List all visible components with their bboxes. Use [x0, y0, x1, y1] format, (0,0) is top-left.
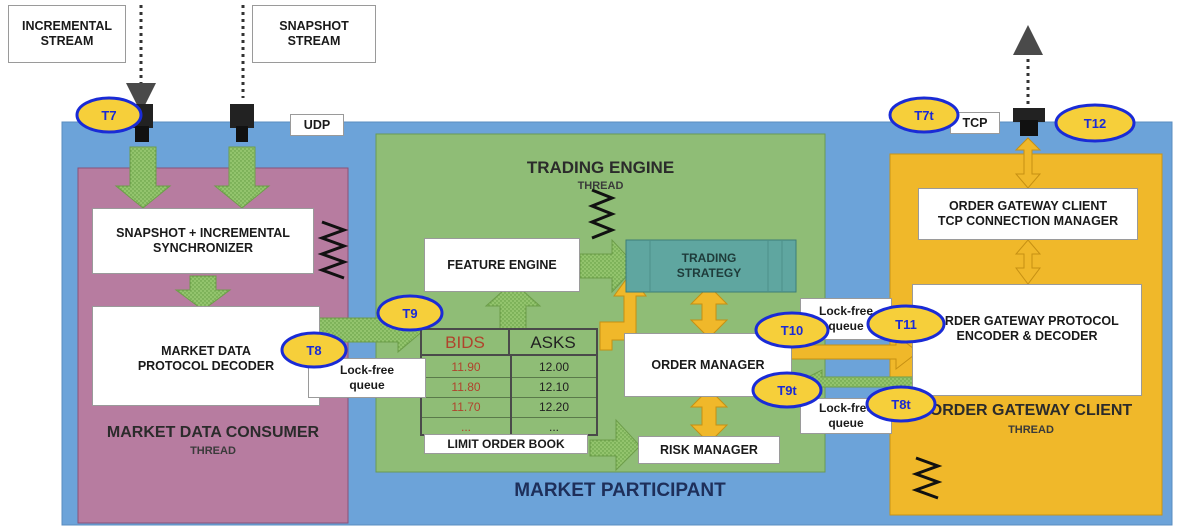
- t10-label: T10: [781, 323, 803, 338]
- timestamp-t7t: T7t: [888, 96, 960, 134]
- engine-title: TRADING ENGINE: [526, 158, 675, 177]
- conn-manager-label: ORDER GATEWAY CLIENT TCP CONNECTION MANA…: [937, 199, 1119, 228]
- ask-price: 12.20: [512, 398, 596, 418]
- book-divider: [510, 356, 512, 434]
- bid-price: 11.80: [422, 378, 510, 398]
- consumer-thread-label: THREAD: [190, 445, 236, 457]
- timestamp-t7: T7: [75, 96, 143, 134]
- feature-engine-box: FEATURE ENGINE: [424, 238, 580, 292]
- timestamp-t11: T11: [866, 304, 946, 344]
- md-queue-label: Lock-free queue: [339, 363, 395, 392]
- tcp-label: TCP: [962, 115, 988, 130]
- feature-engine-label: FEATURE ENGINE: [447, 257, 557, 272]
- t12-label: T12: [1084, 116, 1106, 131]
- asks-column: 12.00 12.10 12.20 ...: [512, 358, 596, 437]
- engine-thread-icon: [587, 188, 617, 240]
- udp-port-snapshot: [230, 104, 254, 142]
- arrow-om-to-gateway: [789, 333, 919, 371]
- tcp-port: [1013, 108, 1045, 136]
- gateway-protocol-label: ORDER GATEWAY PROTOCOL ENCODER & DECODER: [935, 314, 1119, 343]
- synchronizer-box: SNAPSHOT + INCREMENTAL SYNCHRONIZER: [92, 208, 314, 274]
- decoder-label: MARKET DATA PROTOCOL DECODER: [137, 344, 275, 373]
- gateway-thread-label: THREAD: [1008, 424, 1054, 436]
- order-book-label: LIMIT ORDER BOOK: [447, 436, 565, 451]
- response-queue-label: Lock-free queue: [818, 401, 874, 430]
- t9t-label: T9t: [777, 383, 797, 398]
- consumer-title: MARKET DATA CONSUMER: [106, 424, 320, 441]
- udp-label: UDP: [303, 117, 331, 132]
- snapshot-stream-box: SNAPSHOT STREAM: [252, 5, 376, 63]
- order-book-label-box: LIMIT ORDER BOOK: [424, 434, 588, 454]
- risk-manager-label: RISK MANAGER: [660, 442, 758, 457]
- timestamp-t8t: T8t: [865, 385, 937, 423]
- timestamp-t8: T8: [280, 331, 348, 369]
- order-queue-label: Lock-free queue: [818, 304, 874, 333]
- timestamp-t10: T10: [754, 311, 830, 349]
- consumer-thread-icon: [317, 220, 349, 280]
- strategy-label: TRADING STRATEGY: [676, 251, 742, 280]
- arrow-book-to-risk: [589, 418, 641, 472]
- timestamp-t9t: T9t: [751, 371, 823, 409]
- bids-header: BIDS: [422, 330, 510, 356]
- bids-column: 11.90 11.80 11.70 ...: [422, 358, 510, 437]
- synchronizer-label: SNAPSHOT + INCREMENTAL SYNCHRONIZER: [116, 226, 290, 255]
- t7-label: T7: [101, 108, 116, 123]
- t8t-label: T8t: [891, 397, 911, 412]
- arrow-book-to-feature: [484, 281, 542, 331]
- bid-price: 11.70: [422, 398, 510, 418]
- engine-thread-label: THREAD: [577, 180, 624, 192]
- gateway-protocol-box: ORDER GATEWAY PROTOCOL ENCODER & DECODER: [912, 284, 1142, 396]
- bid-price: 11.90: [422, 358, 510, 378]
- decoder-box: MARKET DATA PROTOCOL DECODER: [92, 306, 320, 406]
- gateway-thread-icon: [911, 456, 943, 500]
- ask-price: 12.00: [512, 358, 596, 378]
- conn-manager-box: ORDER GATEWAY CLIENT TCP CONNECTION MANA…: [918, 188, 1138, 240]
- snapshot-stream-label: SNAPSHOT STREAM: [279, 19, 349, 48]
- limit-order-book: BIDS ASKS 11.90 11.80 11.70 ... 12.00 12…: [420, 328, 598, 436]
- t11-label: T11: [895, 317, 917, 332]
- timestamp-t9: T9: [376, 294, 444, 332]
- ask-price: ...: [548, 420, 559, 434]
- market-participant-title: MARKET PARTICIPANT: [514, 480, 726, 501]
- incremental-stream-label: INCREMENTAL STREAM: [21, 19, 113, 48]
- timestamp-t12: T12: [1054, 103, 1136, 143]
- arrow-sync-to-decoder: [174, 275, 232, 311]
- incremental-stream-box: INCREMENTAL STREAM: [8, 5, 126, 63]
- gateway-title: ORDER GATEWAY CLIENT: [929, 402, 1133, 419]
- t8-label: T8: [306, 343, 321, 358]
- arrow-incremental-to-sync: [114, 146, 172, 209]
- ask-price: 12.10: [512, 378, 596, 398]
- order-manager-label: ORDER MANAGER: [651, 357, 765, 372]
- arrow-feature-to-strategy: [579, 238, 637, 294]
- udp-label-box: UDP: [290, 114, 344, 136]
- t7t-label: T7t: [914, 108, 934, 123]
- md-queue-box: Lock-free queue: [308, 358, 426, 398]
- arrow-snapshot-to-sync: [213, 146, 271, 209]
- t9-label: T9: [402, 306, 417, 321]
- bid-price: ...: [460, 420, 471, 434]
- strategy-box: [625, 239, 797, 293]
- risk-manager-box: RISK MANAGER: [638, 436, 780, 464]
- asks-header: ASKS: [510, 330, 596, 356]
